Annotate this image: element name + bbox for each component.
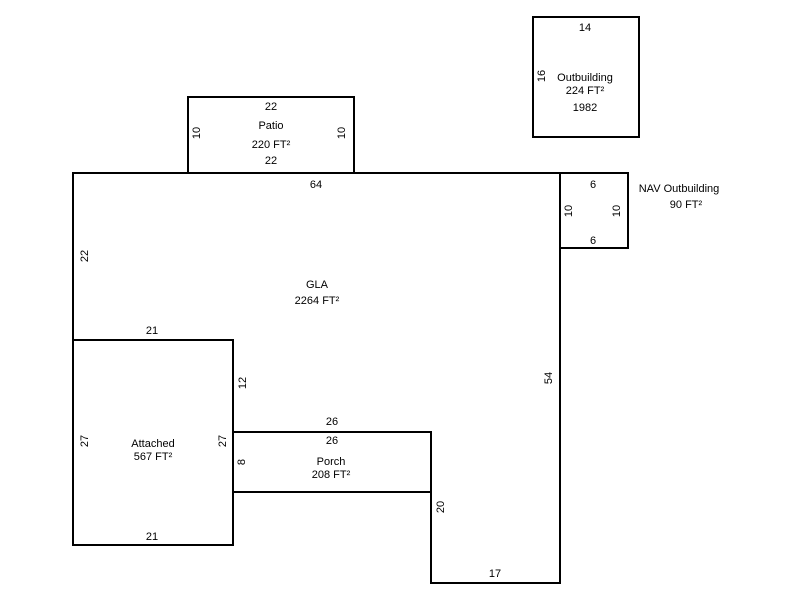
patio-dim-right: 10	[336, 127, 348, 139]
attached-dim-bottom: 21	[146, 531, 158, 543]
patio-name: Patio	[258, 120, 283, 132]
attached-dim-left: 27	[79, 435, 91, 447]
gla-name: GLA	[306, 279, 329, 291]
attached-area[interactable]: Attached 567 FT² 21 27 27	[72, 339, 234, 546]
porch-name: Porch	[317, 456, 346, 468]
porch-dim-top: 26	[326, 435, 338, 447]
porch-area-value: 208 FT²	[312, 469, 351, 481]
nav-outbuilding-dim-left: 10	[563, 205, 575, 217]
nav-outbuilding-area-value: 90 FT²	[670, 199, 703, 211]
nav-outbuilding-dim-top: 6	[590, 179, 596, 191]
gla-dim-porch-top: 26	[326, 416, 338, 428]
patio-dim-left: 10	[191, 127, 203, 139]
outbuilding-dim-top: 14	[579, 22, 591, 34]
gla-area[interactable]: GLA 2264 FT² 64 22 21 12 26 20 17 54	[72, 172, 561, 584]
patio-area[interactable]: Patio 220 FT² 22 22 10 10	[187, 96, 355, 174]
nav-outbuilding-dim-right: 10	[611, 205, 623, 217]
patio-outline	[187, 96, 355, 174]
attached-name: Attached	[131, 438, 174, 450]
gla-dim-attached-side: 12	[237, 377, 249, 389]
nav-outbuilding-dim-bottom: 6	[590, 235, 596, 247]
patio-area-value: 220 FT²	[252, 139, 291, 151]
outbuilding-area-value: 224 FT²	[566, 85, 605, 97]
outbuilding-area[interactable]: Outbuilding 224 FT² 1982 14 16	[532, 16, 640, 138]
gla-outline	[72, 172, 561, 584]
patio-dim-bottom: 22	[265, 155, 277, 167]
nav-outbuilding-area[interactable]: NAV Outbuilding 90 FT² 6 6 10 10	[560, 172, 720, 249]
gla-dim-left: 22	[79, 250, 91, 262]
outbuilding-dim-left: 16	[536, 70, 548, 82]
patio-dim-top: 22	[265, 101, 277, 113]
outbuilding-name: Outbuilding	[557, 72, 613, 84]
gla-dim-right: 54	[543, 372, 555, 384]
nav-outbuilding-outline	[560, 172, 629, 249]
attached-dim-right: 27	[217, 435, 229, 447]
outbuilding-outline	[532, 16, 640, 138]
outbuilding-year: 1982	[573, 102, 597, 114]
gla-dim-bottom: 17	[489, 568, 501, 580]
porch-dim-left: 8	[236, 459, 248, 465]
gla-area-value: 2264 FT²	[295, 295, 340, 307]
gla-dim-lower-left: 20	[435, 501, 447, 513]
porch-area[interactable]: Porch 208 FT² 26 8	[232, 431, 432, 493]
nav-outbuilding-name: NAV Outbuilding	[639, 183, 720, 195]
porch-outline	[232, 431, 432, 493]
attached-area-value: 567 FT²	[134, 451, 173, 463]
gla-dim-attached-top: 21	[146, 325, 158, 337]
gla-dim-top: 64	[310, 179, 322, 191]
